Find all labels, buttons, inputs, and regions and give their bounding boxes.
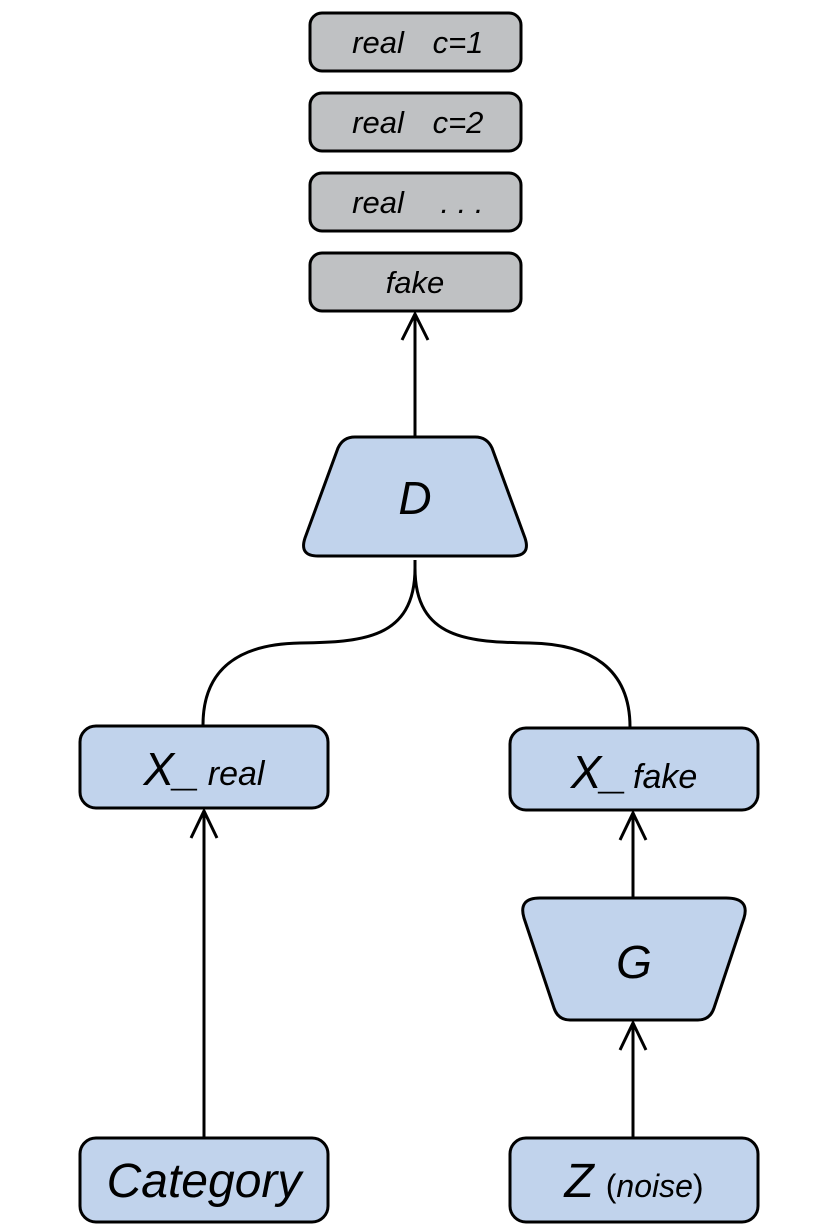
noise-node: Z (noise) <box>508 1136 760 1224</box>
noise-word: noise <box>616 1168 693 1204</box>
arrow-noise-to-g <box>618 1019 648 1138</box>
arrow-g-to-x-fake <box>618 809 648 898</box>
output-real-c1: real c=1 <box>308 11 523 73</box>
x-fake-symbol: X_ <box>570 746 627 798</box>
output-real-more-main: real <box>352 185 405 220</box>
arrow-category-to-x-real <box>189 807 219 1138</box>
generator-label: G <box>616 936 652 988</box>
category-label: Category <box>107 1155 305 1208</box>
output-real-c2: real c=2 <box>308 91 523 153</box>
x-fake-sub: fake <box>633 758 697 796</box>
x-real-sub: real <box>208 755 266 793</box>
edge-d-to-x-real <box>201 560 417 726</box>
noise-symbol: Z <box>563 1155 595 1208</box>
edge-d-to-x-fake <box>413 567 632 728</box>
discriminator-label: D <box>398 472 431 524</box>
x-real-symbol: X_ <box>143 743 200 795</box>
category-node: Category <box>78 1136 330 1224</box>
x-fake-node: X_fake <box>508 726 760 812</box>
output-fake: fake <box>308 251 523 313</box>
output-real-c2-main: real <box>352 105 405 140</box>
noise-paren-open: ( <box>606 1168 617 1204</box>
output-real-c1-main: real <box>352 25 405 60</box>
output-real-c1-detail: c=1 <box>433 25 484 60</box>
noise-label: Z (noise) <box>563 1155 703 1208</box>
output-fake-label: fake <box>386 265 445 300</box>
discriminator-node: D <box>302 435 528 558</box>
arrow-d-to-output <box>400 310 430 437</box>
output-real-c2-detail: c=2 <box>433 105 484 140</box>
x-real-label: X_real <box>143 743 266 795</box>
x-real-node: X_real <box>78 724 330 810</box>
output-real-more: real . . . <box>308 171 523 233</box>
output-real-more-detail: . . . <box>440 185 483 220</box>
noise-paren-close: ) <box>693 1168 704 1204</box>
generator-node: G <box>521 896 747 1022</box>
x-fake-label: X_fake <box>570 746 698 798</box>
